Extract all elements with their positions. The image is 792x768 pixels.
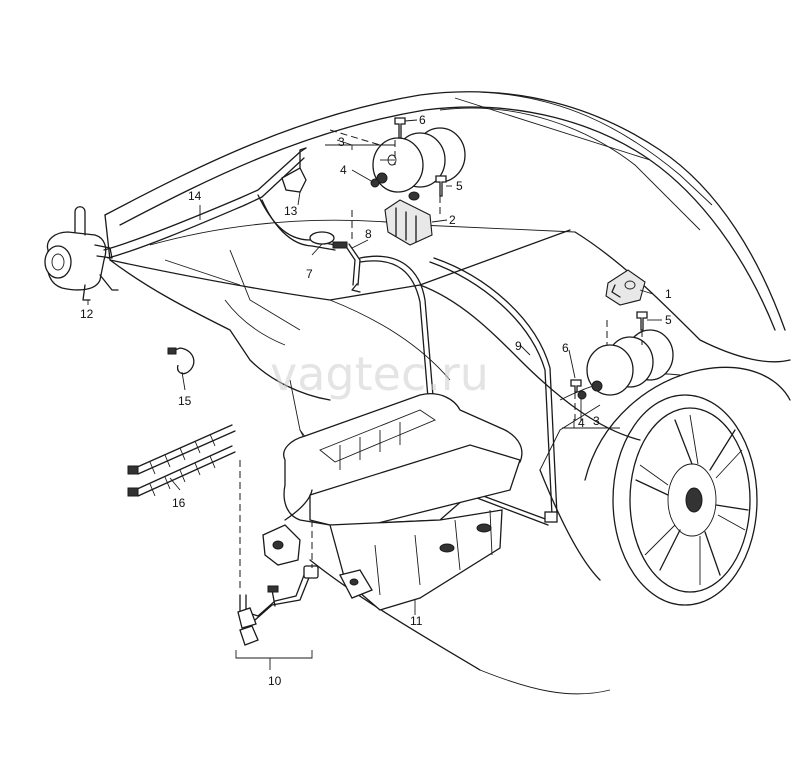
callout-8: 8 bbox=[365, 227, 372, 241]
part-1-bracket bbox=[605, 269, 646, 306]
part-2-bracket bbox=[384, 191, 433, 246]
callout-labels: 1 2 3 3 4 4 5 5 6 6 7 8 9 10 11 12 13 14… bbox=[80, 113, 672, 688]
callout-5-upper: 5 bbox=[456, 179, 463, 193]
callout-3-lower: 3 bbox=[593, 414, 600, 428]
fasteners bbox=[370, 117, 648, 400]
part-16-cable-ties bbox=[127, 424, 236, 497]
part-15-cable-tie bbox=[167, 347, 195, 375]
rear-wheel bbox=[612, 394, 758, 606]
callout-4-lower: 4 bbox=[578, 416, 585, 430]
callout-12: 12 bbox=[80, 307, 94, 321]
callout-16: 16 bbox=[172, 496, 186, 510]
assembly-dashed-lines bbox=[239, 129, 643, 590]
callout-3-upper: 3 bbox=[338, 135, 345, 149]
leader-lines bbox=[87, 119, 662, 670]
watermark: vagtec.ru bbox=[270, 347, 489, 401]
part-3-buffer-upper bbox=[372, 127, 466, 193]
part-3-buffer-lower bbox=[586, 329, 674, 396]
callout-14: 14 bbox=[188, 189, 202, 203]
callout-2: 2 bbox=[449, 213, 456, 227]
callout-10: 10 bbox=[268, 674, 282, 688]
part-12-valve bbox=[44, 197, 246, 301]
callout-6-lower: 6 bbox=[562, 341, 569, 355]
callout-11: 11 bbox=[410, 614, 423, 628]
part-11-canister bbox=[262, 393, 523, 611]
callout-7: 7 bbox=[306, 267, 313, 281]
vacuum-hoses bbox=[239, 147, 558, 526]
callout-15: 15 bbox=[178, 394, 192, 408]
callout-5-lower: 5 bbox=[665, 313, 672, 327]
callout-13: 13 bbox=[284, 204, 298, 218]
callout-4-upper: 4 bbox=[340, 163, 347, 177]
part-10-hose-set bbox=[237, 565, 319, 646]
callout-6-upper: 6 bbox=[419, 113, 426, 127]
callout-9: 9 bbox=[515, 339, 522, 353]
callout-1: 1 bbox=[665, 287, 672, 301]
car-body-outline bbox=[104, 91, 791, 695]
